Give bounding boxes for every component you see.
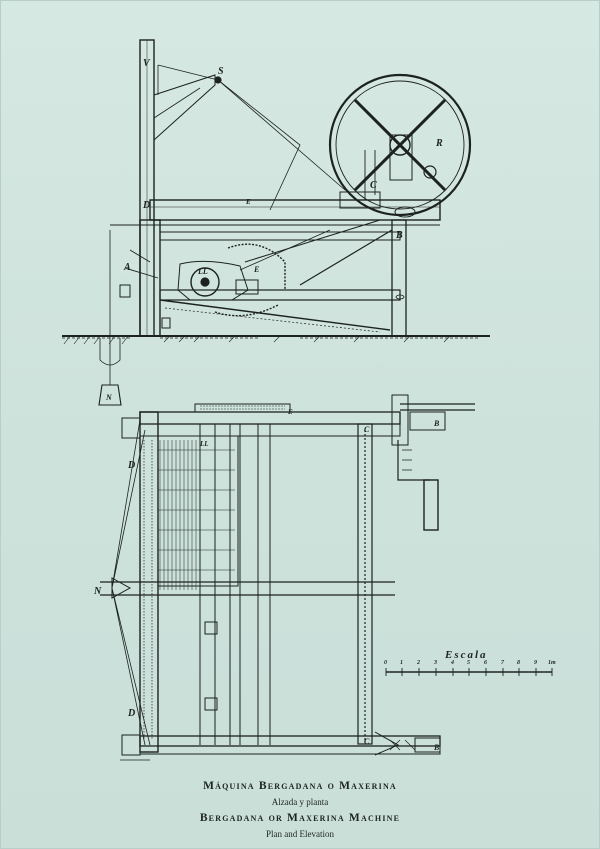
label-b: B [395, 230, 403, 241]
label-v: V [143, 58, 151, 69]
scale-tick: 8 [517, 660, 520, 666]
scale-tick: 1 [400, 660, 403, 666]
label-s: S [218, 66, 224, 77]
scale-title: Escala [445, 649, 488, 661]
plan-view [100, 394, 475, 761]
label-e: E [253, 265, 259, 274]
plan-label-d-top: D [127, 460, 135, 471]
plan-label-c-bottom: C [364, 737, 370, 746]
elevation-view [62, 39, 490, 406]
label-r: R [435, 138, 443, 149]
plan-label-n: N [93, 586, 102, 597]
caption-spanish-subtitle: Alzada y planta [271, 797, 329, 807]
plan-label-ll: LL [199, 440, 209, 448]
label-e-top: E [245, 198, 251, 206]
caption-english-subtitle: Plan and Elevation [266, 829, 334, 839]
scale-tick: 0 [384, 660, 387, 666]
label-d: D [142, 200, 150, 211]
plan-label-e: E [287, 408, 293, 416]
elevation-labels: V S R C D E B A LL E N [105, 58, 443, 402]
plan-labels: E C B LL D N D C B [93, 408, 440, 752]
plan-label-c-top: C [364, 425, 370, 434]
scale-tick: 9 [534, 660, 537, 666]
plan-label-d-bottom: D [127, 708, 135, 719]
plan-label-b-bottom: B [433, 743, 440, 752]
scale-tick: 2 [416, 660, 420, 666]
plan-label-b-top: B [433, 419, 440, 428]
caption-spanish-title: Máquina Bergadana o Maxerina [203, 780, 397, 792]
label-ll: LL [197, 267, 208, 276]
scale-tick: 4 [450, 660, 454, 666]
label-a: A [123, 262, 131, 273]
scale-tick-labels: 0 1 2 3 4 5 6 7 8 9 1m [384, 660, 556, 666]
scale-tick: 3 [433, 660, 437, 666]
caption-english-title: Bergadana or Maxerina Machine [199, 812, 401, 824]
label-n: N [105, 393, 113, 402]
scale-tick: 7 [501, 660, 505, 666]
scale-bar [385, 668, 553, 676]
label-c: C [370, 180, 377, 191]
scale-tick: 1m [548, 660, 556, 666]
scale-tick: 5 [467, 660, 470, 666]
scale-tick: 6 [484, 660, 487, 666]
